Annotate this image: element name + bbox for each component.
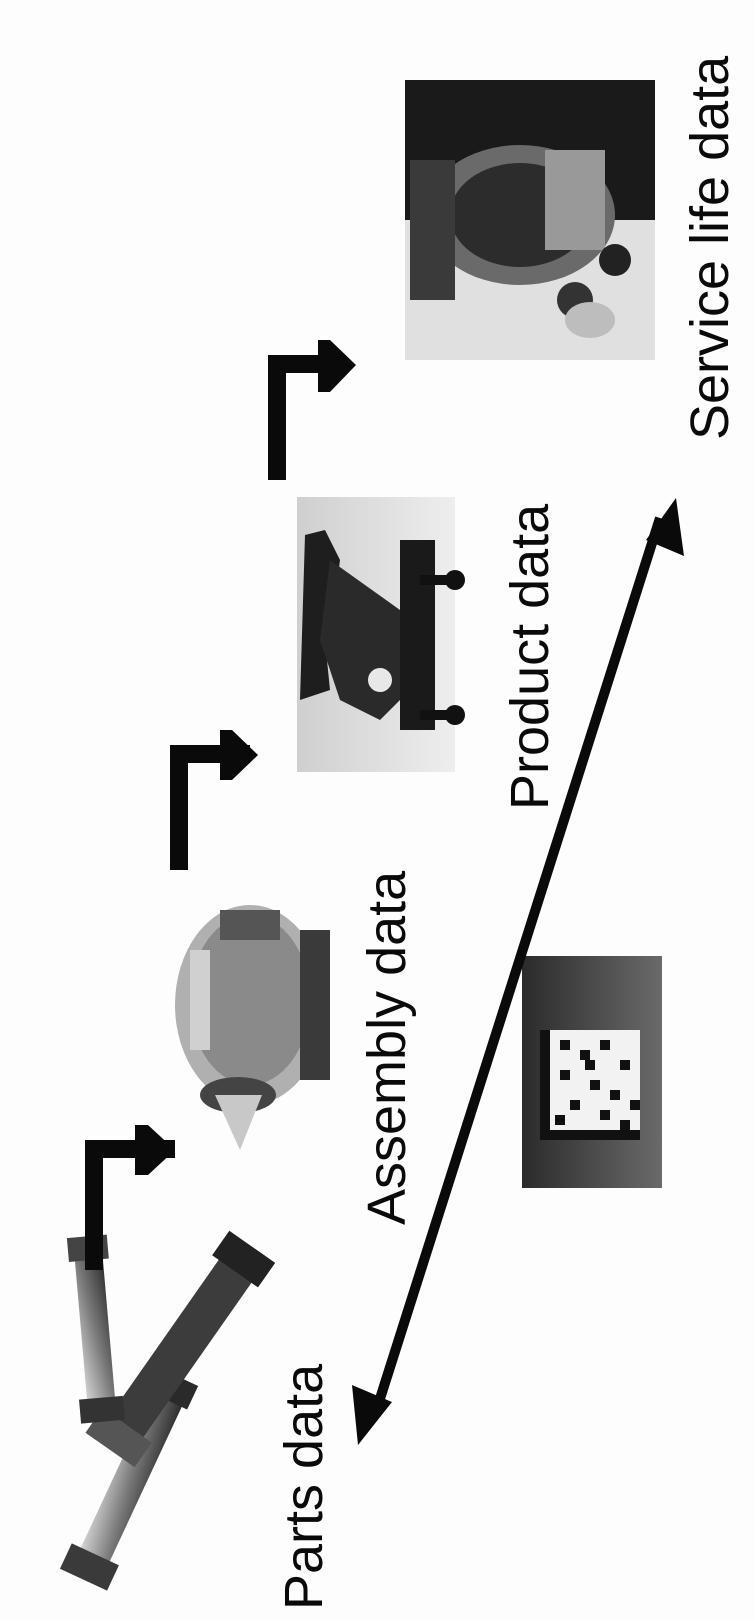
label-service-life-data: Service life data xyxy=(680,55,740,440)
parts-image xyxy=(60,1230,277,1591)
flow-arrow-1 xyxy=(85,1125,175,1270)
datamatrix-code-image xyxy=(522,956,662,1188)
aircraft-image xyxy=(297,497,465,772)
label-assembly-data: Assembly data xyxy=(357,870,417,1225)
flow-arrow-2 xyxy=(170,730,258,870)
engine-image xyxy=(175,905,330,1150)
label-product-data: Product data xyxy=(500,503,560,810)
flow-arrow-3 xyxy=(268,340,356,480)
label-parts-data: Parts data xyxy=(274,1363,334,1610)
engine-service-image xyxy=(405,80,655,360)
